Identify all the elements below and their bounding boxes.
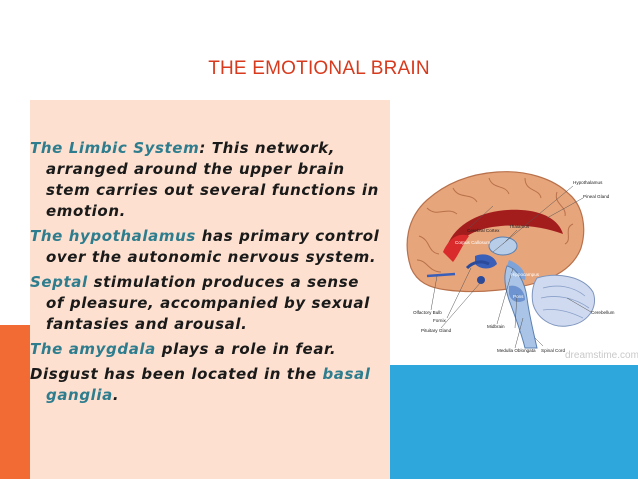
cerebellum-folia <box>540 285 590 319</box>
label-olfactory: Olfactory Bulb <box>413 310 442 315</box>
cerebrum-shape <box>406 171 585 293</box>
olfactory-shape <box>426 272 456 278</box>
bullet-highlight: basal ganglia <box>46 365 371 404</box>
bullet-text: stimulation produces a sense of pleasure… <box>46 273 370 333</box>
bullet-highlight: The hypothalamus <box>30 227 196 245</box>
bullet-limbic-system: The Limbic System: This network, arrange… <box>30 138 382 222</box>
blue-accent-block <box>390 365 638 479</box>
corpus-callosum-shape <box>447 209 563 252</box>
label-hypothalamus: Hypothalamus <box>573 180 603 185</box>
slide-title: THE EMOTIONAL BRAIN <box>208 58 430 79</box>
label-midbrain: Midbrain <box>487 324 505 329</box>
bullet-septal: Septal stimulation produces a sense of p… <box>30 272 382 335</box>
watermark-text: dreamstime.com <box>565 350 638 361</box>
label-thalamus: Thalamus <box>509 224 530 229</box>
thalamus-shape <box>488 236 518 256</box>
bullet-amygdala: The amygdala plays a role in fear. <box>30 339 382 360</box>
bullet-text: This network, arranged around the upper … <box>46 139 379 220</box>
label-pituitary: Pituitary Gland <box>421 328 452 333</box>
label-fornix: Fornix <box>433 318 446 323</box>
bullet-hypothalamus: The hypothalamus has primary control ove… <box>30 226 382 268</box>
label-spinal: Spinal Cord <box>541 348 565 353</box>
leader-lines <box>430 185 592 349</box>
bullet-separator: : <box>199 139 212 157</box>
hippocampus-shape <box>507 260 526 280</box>
cerebellum-shape <box>531 274 595 327</box>
bullet-highlight: The amygdala <box>30 340 156 358</box>
bullet-text: has primary control over the autonomic n… <box>46 227 380 266</box>
content-panel <box>30 100 390 479</box>
label-corpus-callosum: Corpus Callosum <box>455 240 490 245</box>
label-cerebellum: Cerebellum <box>591 310 615 315</box>
bullet-trail: . <box>112 386 120 404</box>
diagram-labels: Hypothalamus Pineal Gland Cerebral Corte… <box>413 180 615 353</box>
pituitary-shape <box>477 276 485 284</box>
bullet-highlight: The Limbic System <box>30 139 200 157</box>
bullet-lead: Disgust has been located in the <box>30 365 323 383</box>
bullet-list: The Limbic System: This network, arrange… <box>30 138 382 410</box>
bullet-disgust: Disgust has been located in the basal ga… <box>30 364 382 406</box>
label-cerebral-cortex: Cerebral Cortex <box>467 228 500 233</box>
label-hippocampus: Hippocampus <box>511 272 540 277</box>
fornix-shape <box>465 260 490 270</box>
bullet-highlight: Septal <box>30 273 88 291</box>
limbic-shape <box>443 234 469 262</box>
label-medulla: Medulla Oblongata <box>497 348 536 353</box>
label-pineal: Pineal Gland <box>583 194 610 199</box>
label-pons: Pons <box>513 294 524 299</box>
bullet-text: plays a role in fear. <box>161 340 337 358</box>
brain-diagram: Hypothalamus Pineal Gland Cerebral Corte… <box>397 148 638 365</box>
brain-diagram-svg: Hypothalamus Pineal Gland Cerebral Corte… <box>406 171 638 361</box>
gyri-lines <box>416 177 574 273</box>
orange-accent-bar <box>0 325 30 479</box>
pons-shape <box>509 285 525 302</box>
